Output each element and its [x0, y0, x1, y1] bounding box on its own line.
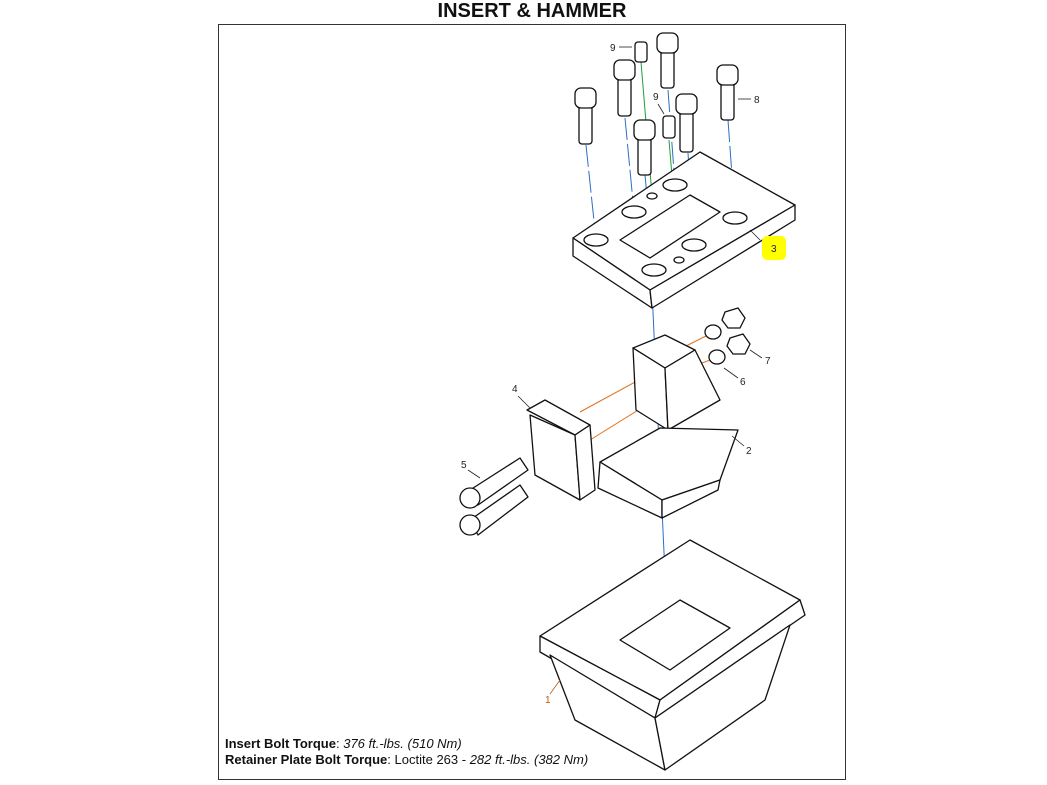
callout-3-highlight [762, 236, 786, 260]
callout-5: 5 [461, 460, 467, 471]
hammer[interactable] [597, 334, 739, 519]
retainer-bolts[interactable] [574, 32, 739, 176]
insert-holder[interactable] [539, 539, 806, 771]
callout-9: 9 [610, 43, 616, 54]
clamp-block[interactable] [526, 399, 596, 501]
callout-9: 9 [653, 92, 659, 103]
retainer-plate[interactable] [572, 151, 796, 309]
callout-6: 6 [740, 377, 746, 388]
nuts-and-washers[interactable] [704, 307, 751, 365]
callout-1: 1 [545, 695, 551, 706]
callout-4: 4 [512, 384, 518, 395]
callout-3: 3 [771, 244, 777, 255]
torque-notes: Insert Bolt Torque: 376 ft.-lbs. (510 Nm… [225, 736, 588, 768]
page-title: INSERT & HAMMER [437, 0, 627, 22]
diagram-frame [218, 24, 846, 780]
retainer-plate-bolt-torque: Retainer Plate Bolt Torque: Loctite 263 … [225, 752, 589, 767]
callouts: 9 9 8 3 7 6 4 2 5 1 [461, 43, 786, 706]
clamp-bolts[interactable] [459, 457, 529, 536]
callout-7: 7 [765, 356, 771, 367]
insert-bolt-torque: Insert Bolt Torque: 376 ft.-lbs. (510 Nm… [225, 736, 462, 751]
callout-8: 8 [754, 95, 760, 106]
callout-2: 2 [746, 446, 752, 457]
